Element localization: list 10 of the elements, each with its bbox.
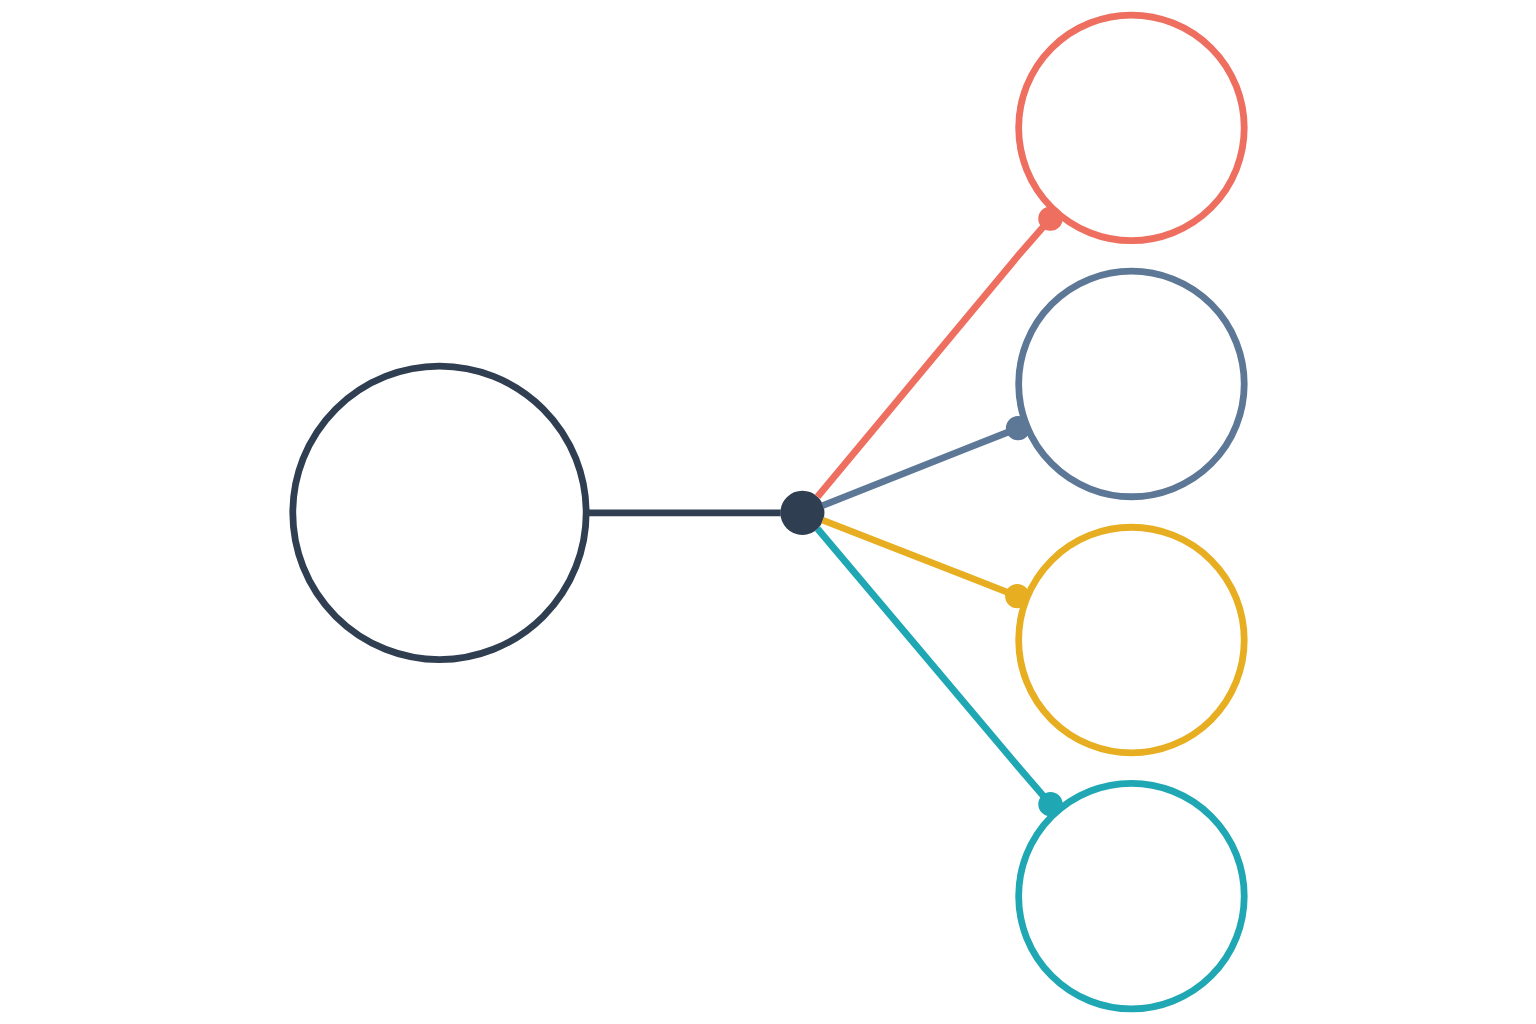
connector bbox=[814, 206, 1063, 499]
node-circle bbox=[779, 490, 824, 535]
node-circle bbox=[1014, 779, 1248, 1013]
connector bbox=[814, 526, 1063, 817]
connector bbox=[820, 415, 1030, 509]
node-circle bbox=[1014, 11, 1248, 245]
connector bbox=[820, 516, 1029, 609]
node-circle bbox=[1014, 267, 1248, 501]
node-circle bbox=[1014, 523, 1248, 757]
node-circle bbox=[288, 362, 590, 663]
